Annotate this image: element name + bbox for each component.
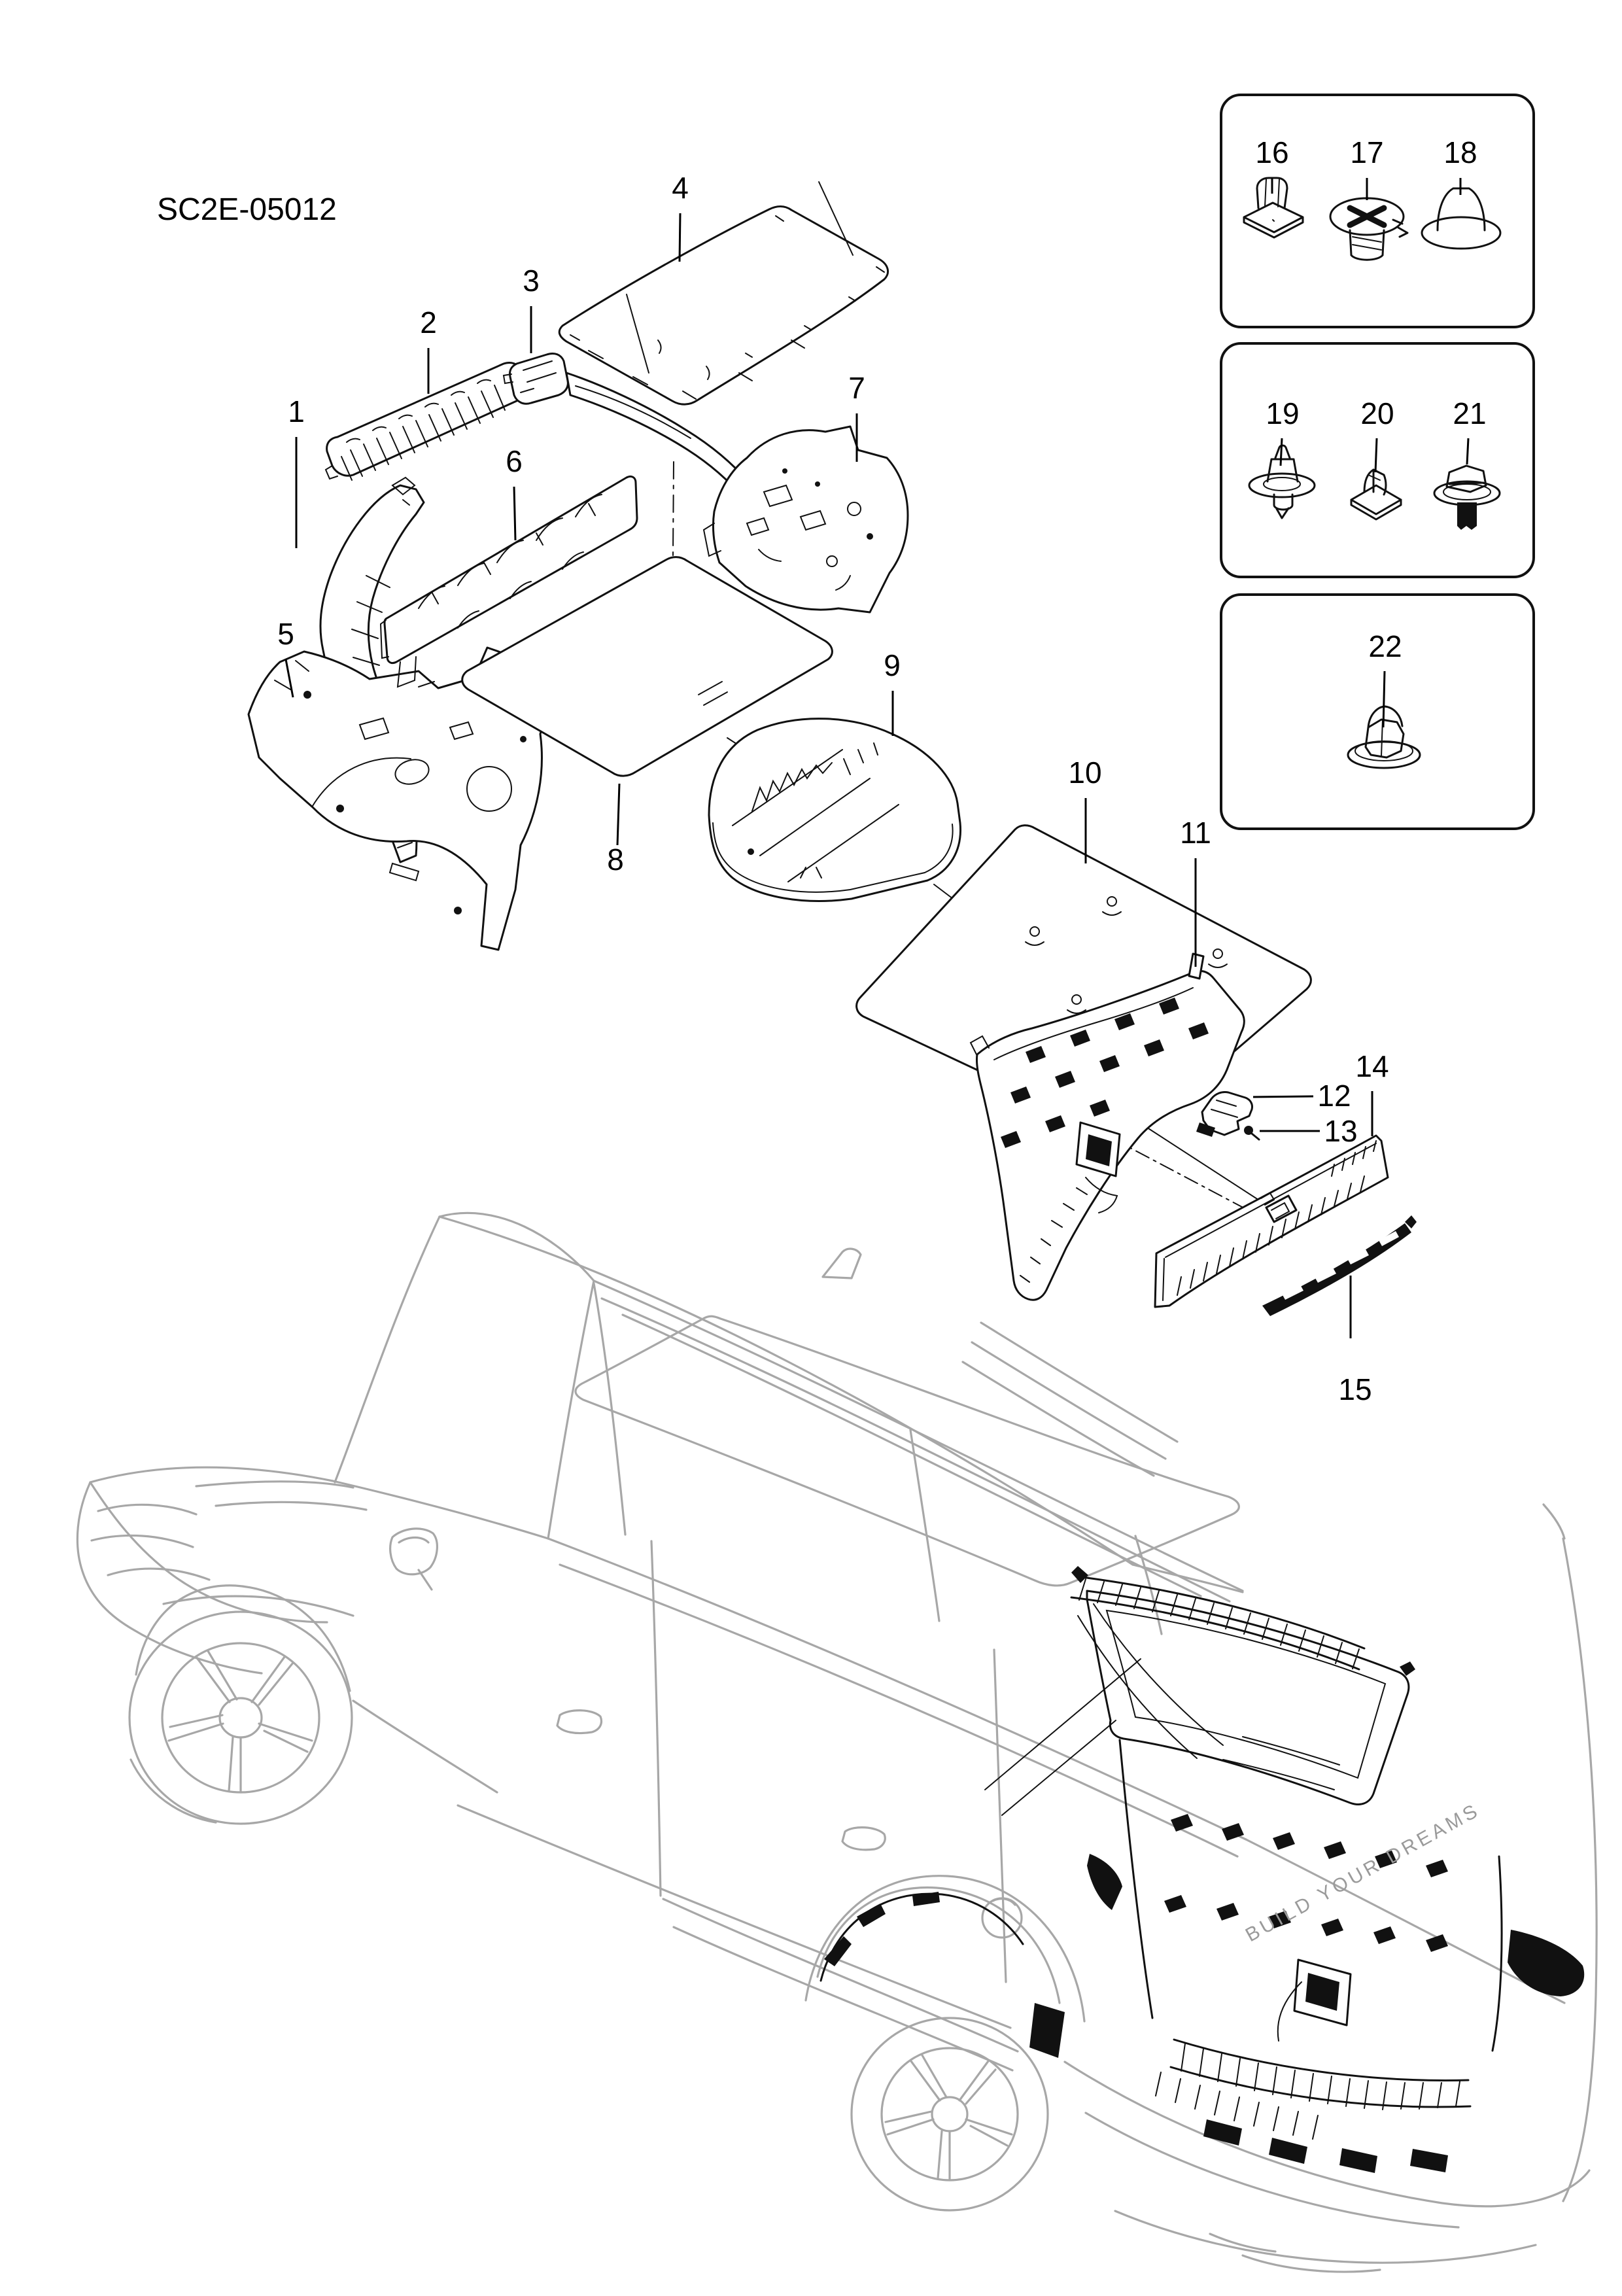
callout-22-leader <box>1382 670 1386 728</box>
callout-21-leader <box>1466 438 1470 465</box>
callout-18-label: 18 <box>1443 135 1477 169</box>
part-2-slatted-garnish <box>324 361 528 481</box>
flange-bolt-icon <box>1433 464 1501 530</box>
callout-12-leader <box>1252 1095 1314 1098</box>
callout-12-label: 12 <box>1317 1079 1351 1113</box>
callout-17-label: 17 <box>1350 135 1383 169</box>
callout-13-label: 13 <box>1324 1114 1357 1148</box>
part-15-reinforcement-strip <box>1262 1215 1417 1316</box>
callout-21-label: 21 <box>1453 396 1486 430</box>
callout-19-label: 19 <box>1266 396 1299 430</box>
flange-nut-icon <box>1347 705 1421 769</box>
callout-15-label: 15 <box>1338 1372 1372 1406</box>
vehicle-ghost-outline <box>76 1211 1598 2273</box>
part-12-bracket <box>1196 1091 1253 1137</box>
callout-10-label: 10 <box>1068 756 1101 790</box>
callout-8-leader <box>616 783 621 846</box>
callout-1-label: 1 <box>288 394 305 428</box>
part-4-parcel-shelf <box>558 181 889 406</box>
callout-6-label: 6 <box>506 444 523 478</box>
push-clip-icon <box>1243 177 1304 239</box>
callout-2-label: 2 <box>420 305 437 339</box>
callout-22-label: 22 <box>1368 629 1402 663</box>
callout-8-label: 8 <box>607 843 624 877</box>
callout-14-label: 14 <box>1355 1049 1389 1083</box>
callout-19-leader <box>1279 438 1283 466</box>
snap-clip-icon <box>1350 468 1402 521</box>
front-wheel <box>128 1610 353 1825</box>
fastener-boxes <box>1220 94 1535 830</box>
callout-16-label: 16 <box>1255 135 1288 169</box>
callout-3-label: 3 <box>523 264 540 298</box>
callout-5-label: 5 <box>277 617 294 651</box>
screw-grommet-icon <box>1329 197 1409 261</box>
fastener-box-3 <box>1220 593 1535 830</box>
brand-text: BUILD YOUR DREAMS <box>1242 1799 1484 1946</box>
cone-plug-icon <box>1421 187 1502 250</box>
part-8-floor-mat <box>461 556 833 777</box>
callout-5-leader <box>285 659 294 698</box>
exploded-parts <box>247 181 1417 1316</box>
callout-7-label: 7 <box>848 371 865 405</box>
callout-6-leader <box>513 486 517 541</box>
part-13-screw <box>1244 1126 1260 1141</box>
diagram-code: SC2E-05012 <box>157 192 337 227</box>
sunroof <box>574 1315 1240 1587</box>
part-7-wheelhouse-trim <box>702 425 909 614</box>
push-rivet-icon <box>1248 444 1316 519</box>
rear-door-handle <box>841 1826 886 1851</box>
part-14-scuff-plate <box>1154 1134 1389 1308</box>
callout-11-label: 11 <box>1180 816 1211 850</box>
fastener-box-1 <box>1220 94 1535 328</box>
front-door-handle <box>556 1709 603 1735</box>
callout-9-label: 9 <box>884 648 901 682</box>
side-mirror <box>389 1527 438 1591</box>
rear-wheel <box>850 2017 1049 2212</box>
part-11-tailgate-trim-panel <box>969 952 1245 1301</box>
callout-20-leader <box>1374 438 1378 473</box>
callout-4-label: 4 <box>672 171 689 205</box>
fastener-box-2 <box>1220 342 1535 578</box>
vehicle-rear-trim-detail <box>820 1566 1585 2173</box>
part-9-tool-tray <box>708 718 962 902</box>
part-5-wheelhouse-panel <box>247 646 549 951</box>
antenna-fin <box>821 1247 862 1279</box>
callout-20-label: 20 <box>1360 396 1394 430</box>
part-6-back-panel-trim <box>379 475 638 688</box>
